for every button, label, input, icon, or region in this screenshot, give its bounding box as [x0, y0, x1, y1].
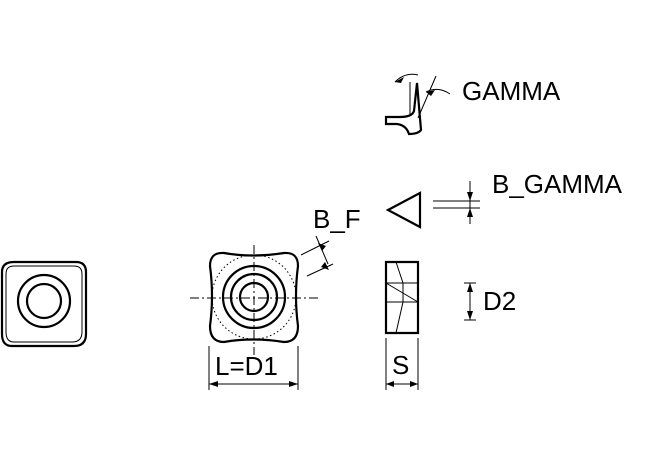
dimension-l-d1: L=D1 [208, 346, 299, 390]
insert-side-view [384, 260, 420, 335]
label-d2: D2 [483, 286, 516, 316]
rake-angle-detail: GAMMA [384, 73, 561, 136]
insert-top-view [190, 245, 318, 355]
land-edge-detail: B_GAMMA [385, 169, 623, 229]
label-s: S [392, 350, 409, 380]
label-b-gamma: B_GAMMA [492, 169, 623, 199]
label-gamma: GAMMA [462, 76, 561, 106]
dimension-d2: D2 [464, 282, 516, 321]
dimension-s: S [385, 338, 419, 390]
label-b-f: B_F [313, 204, 361, 234]
label-l-d1: L=D1 [215, 351, 278, 381]
dimension-b-f: B_F [300, 204, 361, 277]
insert-iso-view [0, 260, 88, 348]
